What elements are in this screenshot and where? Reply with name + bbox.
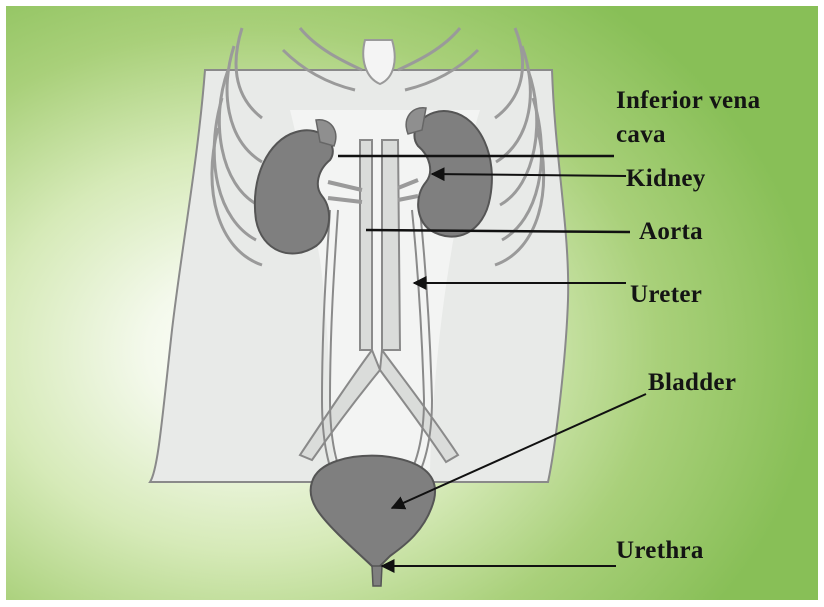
urethra [372,566,382,586]
label-bladder: Bladder [648,369,736,397]
label-aorta: Aorta [639,218,703,246]
label-inferior-vena-cava-line2: cava [616,121,666,149]
label-ureter: Ureter [630,281,702,309]
label-urethra: Urethra [616,537,704,565]
label-kidney: Kidney [626,165,706,193]
bladder [311,456,435,570]
label-inferior-vena-cava-line1: Inferior vena [616,87,760,115]
